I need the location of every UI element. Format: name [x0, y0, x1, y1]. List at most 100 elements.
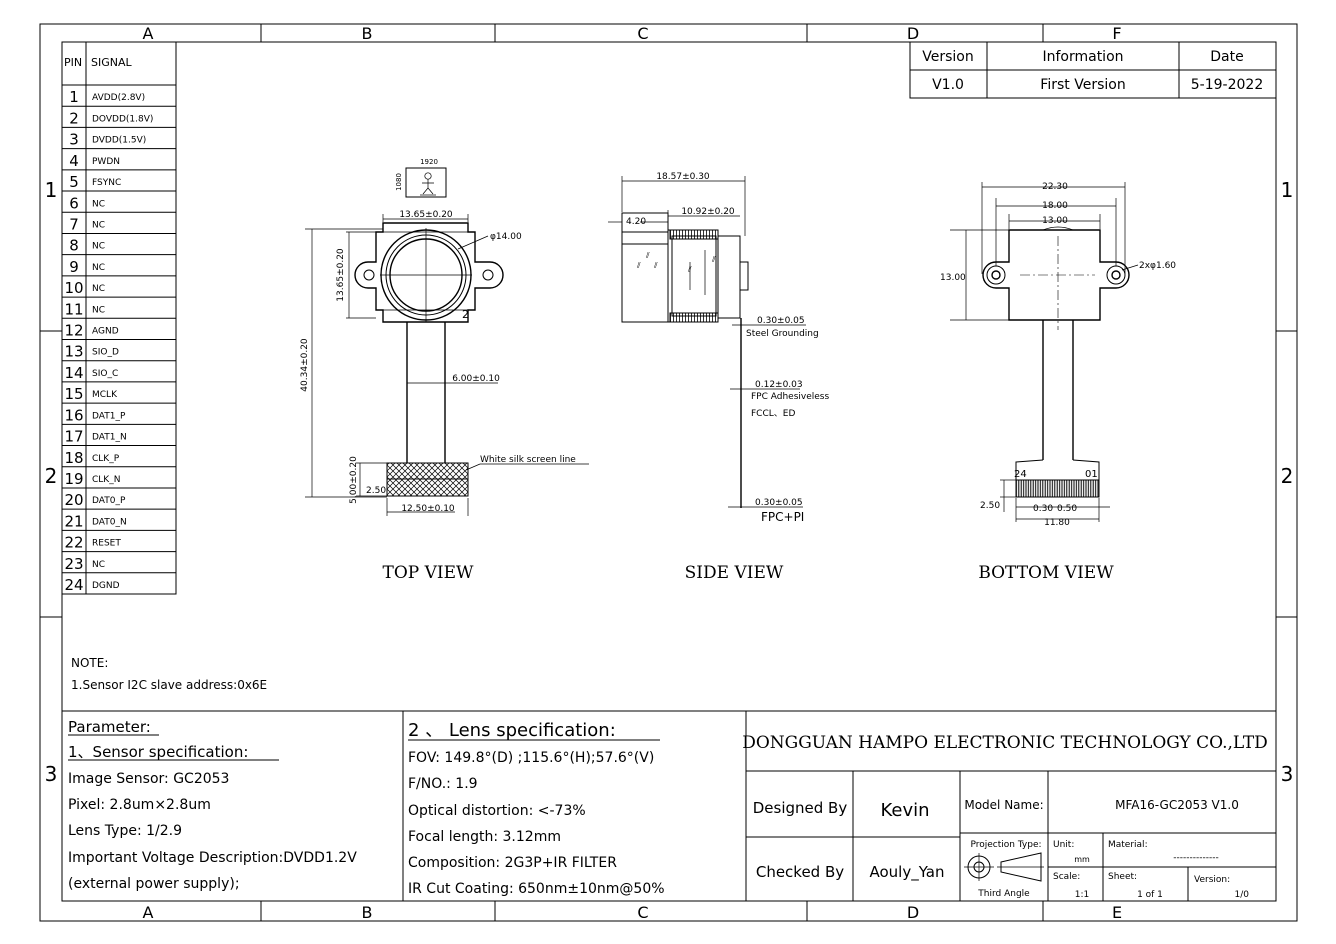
zone-bottom-a: A: [143, 903, 154, 922]
pin-signal: DAT0_N: [92, 517, 127, 527]
zone-bottom-e: E: [1112, 903, 1122, 922]
version-label: Version:: [1194, 875, 1230, 885]
revision-header-date: Date: [1210, 49, 1243, 65]
side-dim-left: 4.20: [626, 217, 646, 227]
revision-header-version: Version: [922, 49, 973, 65]
pin-number: 23: [64, 555, 83, 573]
orientation-marker: 1920 1080: [395, 158, 447, 198]
bottom-dim-pitch-b: 0.50: [1057, 504, 1077, 514]
revision-version: V1.0: [932, 77, 964, 93]
param-sensor-title: 1、Sensor specification:: [68, 743, 248, 761]
lens-title: 2 、 Lens specification:: [408, 720, 616, 741]
top-dim-fpc: 6.00±0.10: [452, 374, 500, 384]
unit-label: Unit:: [1053, 840, 1074, 850]
projection-value: Third Angle: [977, 889, 1030, 899]
pin-signal: PWDN: [92, 157, 120, 167]
zone-top-d: D: [907, 24, 919, 43]
top-view-label: TOP VIEW: [383, 563, 475, 583]
top-dim-conn-gap: 2.50: [366, 486, 386, 496]
pin-signal: FSYNC: [92, 178, 121, 188]
param-lens-type: Lens Type: 1/2.9: [68, 823, 182, 839]
pin-signal: DAT1_N: [92, 433, 127, 443]
pin-signal: DAT0_P: [92, 496, 126, 506]
pin-number: 10: [64, 279, 83, 297]
param-image-sensor: Image Sensor: GC2053: [68, 771, 229, 787]
zone-labels: A B C D F A B C D E 1 2 3 1 2 3: [45, 24, 1294, 922]
top-dim-width: 13.65±0.20: [399, 210, 453, 220]
company-name: DONGGUAN HAMPO ELECTRONIC TECHNOLOGY CO.…: [742, 733, 1268, 753]
designed-by-name: Kevin: [880, 800, 929, 821]
top-dim-conn-width: 12.50±0.10: [401, 504, 455, 514]
zone-bottom-b: B: [362, 903, 373, 922]
pin-number: 3: [69, 131, 79, 149]
top-dim-conn-height: 5.00±0.20: [349, 456, 359, 504]
bottom-dim-holes: 2xφ1.60: [1139, 261, 1176, 271]
pin-signal: DGND: [92, 581, 120, 591]
checked-by-label: Checked By: [756, 863, 844, 881]
pin-number: 20: [64, 491, 83, 509]
pin-number: 1: [69, 88, 79, 106]
side-dim-pi: 0.30±0.05: [755, 498, 803, 508]
pin-number: 11: [64, 300, 83, 318]
pin-signal: CLK_N: [92, 475, 120, 485]
bottom-dim-inner: 13.00: [1042, 216, 1068, 226]
top-view: 1920 1080 2 13.65±0.20 13.65±0.20 φ14.00: [300, 158, 589, 583]
pin-signal: NC: [92, 263, 105, 273]
pin-number: 5: [69, 173, 79, 191]
pin-number: 2: [69, 109, 79, 127]
pin-signal: NC: [92, 560, 105, 570]
lens-focal: Focal length: 3.12mm: [408, 829, 561, 845]
pin-signal: SIO_C: [92, 369, 118, 379]
side-note-pi: FPC+PI: [761, 510, 804, 524]
revision-date: 5-19-2022: [1191, 77, 1263, 93]
zone-top-f: F: [1112, 24, 1121, 43]
lens-composition: Composition: 2G3P+IR FILTER: [408, 855, 617, 871]
pin-number: 6: [69, 194, 79, 212]
third-angle-projection-icon: [964, 852, 1044, 882]
orientation-width: 1920: [420, 158, 438, 166]
side-dim-steel: 0.30±0.05: [757, 316, 805, 326]
row-right-3: 3: [1281, 762, 1294, 786]
orientation-height: 1080: [395, 173, 403, 191]
zone-top-b: B: [362, 24, 373, 43]
param-title: Parameter:: [68, 718, 151, 736]
lens-fno: F/NO.: 1.9: [408, 776, 478, 792]
pin-table-header-signal: SIGNAL: [91, 56, 133, 69]
bottom-dim-pitch-a: 0.30: [1033, 504, 1053, 514]
row-right-2: 2: [1281, 464, 1294, 488]
version-value: 1/0: [1235, 890, 1250, 900]
param-pixel: Pixel: 2.8um×2.8um: [68, 797, 211, 813]
revision-table: Version Information Date V1.0 First Vers…: [909, 41, 1277, 99]
model-name-value: MFA16-GC2053 V1.0: [1115, 798, 1239, 812]
bottom-dim-mid: 18.00: [1042, 201, 1068, 211]
note-line-1: 1.Sensor I2C slave address:0x6E: [71, 678, 267, 692]
bottom-dim-conn-width: 11.80: [1044, 518, 1070, 528]
material-label: Material:: [1108, 840, 1148, 850]
pin-number: 12: [64, 322, 83, 340]
scale-value: 1:1: [1075, 890, 1089, 900]
pin-signal: DVDD(1.5V): [92, 136, 146, 146]
lens-distortion: Optical distortion: <-73%: [408, 803, 586, 819]
side-note-fpc-1: FPC Adhesiveless: [751, 392, 829, 402]
revision-information: First Version: [1040, 77, 1125, 93]
pin-signal: RESET: [92, 539, 121, 549]
pin-signal: SIO_D: [92, 348, 119, 358]
bottom-pin-first: 24: [1014, 469, 1027, 480]
bottom-dim-conn-height: 2.50: [980, 501, 1000, 511]
pin-number: 19: [64, 470, 83, 488]
pin-signal: NC: [92, 242, 105, 252]
pin-signal: CLK_P: [92, 454, 120, 464]
bottom-pin-last: 01: [1085, 469, 1098, 480]
unit-value: mm: [1074, 855, 1090, 864]
pin-signal: DOVDD(1.8V): [92, 114, 153, 124]
holder-corner-mark: 2: [462, 308, 469, 321]
person-icon: [420, 172, 436, 196]
row-left-1: 1: [45, 178, 58, 202]
zone-top-c: C: [637, 24, 648, 43]
note-block: NOTE: 1.Sensor I2C slave address:0x6E: [71, 656, 267, 692]
side-dim-total: 18.57±0.30: [656, 172, 710, 182]
pin-number: 7: [69, 215, 79, 233]
pin-number: 14: [64, 364, 83, 382]
